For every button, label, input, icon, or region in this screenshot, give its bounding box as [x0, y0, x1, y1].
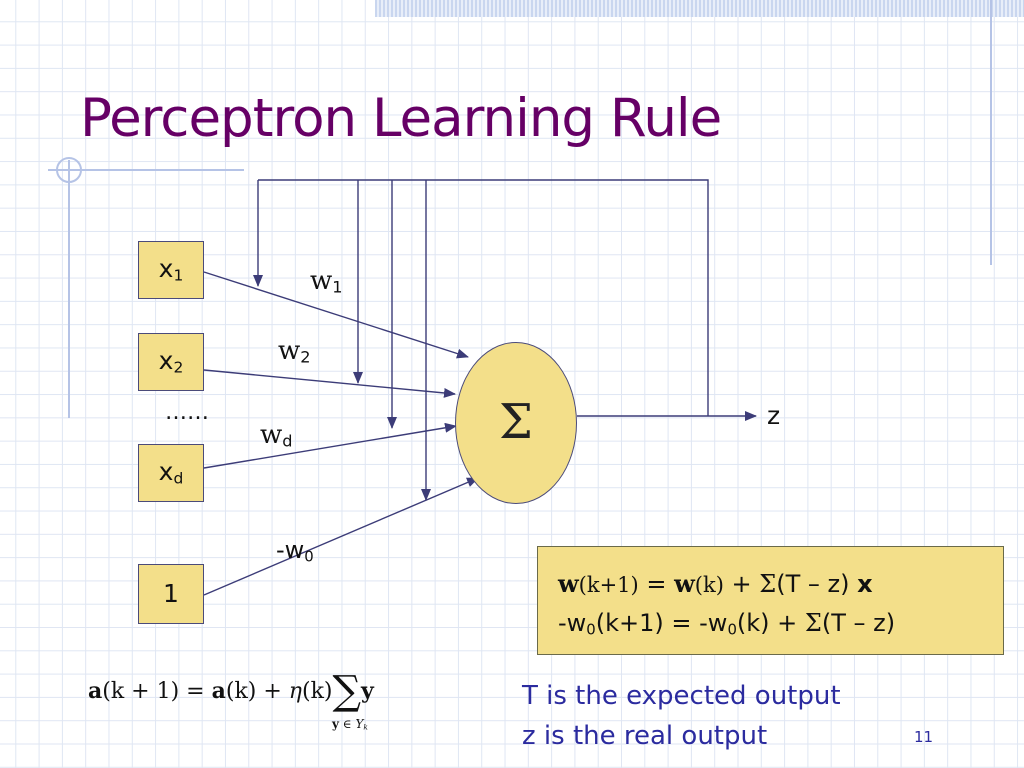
decorative-horizontal-line — [48, 169, 244, 171]
input-node-xd: xd — [138, 444, 204, 502]
output-label-z: z — [767, 401, 781, 430]
formula-summation-subscript: y ∈ Yk — [332, 717, 368, 732]
page-number: 11 — [914, 728, 934, 746]
input-x2-label: x — [158, 346, 174, 375]
description-line-2: z is the real output — [522, 721, 768, 751]
weight-label-w0: -w0 — [276, 536, 314, 566]
update-rule-line-2: -w0(k+1) = -w0(k) + Σ(T – z) — [558, 609, 896, 639]
description: T is the expected output z is the real o… — [522, 676, 841, 756]
edge-xd — [203, 422, 457, 469]
decorative-top-bar — [375, 0, 1024, 17]
input-xd-subscript: d — [173, 469, 184, 488]
summation-node: Σ — [455, 342, 577, 504]
edge-x2 — [203, 369, 456, 398]
weight-label-w2: w2 — [278, 336, 311, 367]
input-x1-label: x — [158, 254, 174, 283]
input-ellipsis: …… — [165, 400, 209, 425]
input-x2-subscript: 2 — [173, 358, 184, 377]
edge-bias — [203, 477, 479, 596]
update-rule-box: w(k+1) = w(k) + Σ(T – z) x -w0(k+1) = -w… — [537, 546, 1004, 655]
weight-label-wd: wd — [260, 420, 293, 451]
slide-title: Perceptron Learning Rule — [80, 88, 722, 149]
description-line-1: T is the expected output — [522, 681, 841, 711]
input-node-x1: x1 — [138, 241, 204, 299]
edge-x1 — [203, 271, 469, 359]
input-node-x2: x2 — [138, 333, 204, 391]
decorative-vertical-line — [990, 0, 992, 265]
update-rule-line-1: w(k+1) = w(k) + Σ(T – z) x — [558, 569, 873, 598]
weight-label-w1: w1 — [310, 266, 343, 297]
feedback-line — [258, 179, 709, 416]
input-xd-label: x — [158, 457, 174, 486]
decorative-circle — [56, 157, 82, 183]
bias-label: 1 — [163, 579, 179, 608]
input-x1-subscript: 1 — [173, 266, 184, 285]
batch-update-formula: a(k + 1) = a(k) + η(k)∑y — [88, 668, 374, 714]
bias-node: 1 — [138, 564, 204, 624]
decorative-vertical-line — [68, 160, 70, 418]
